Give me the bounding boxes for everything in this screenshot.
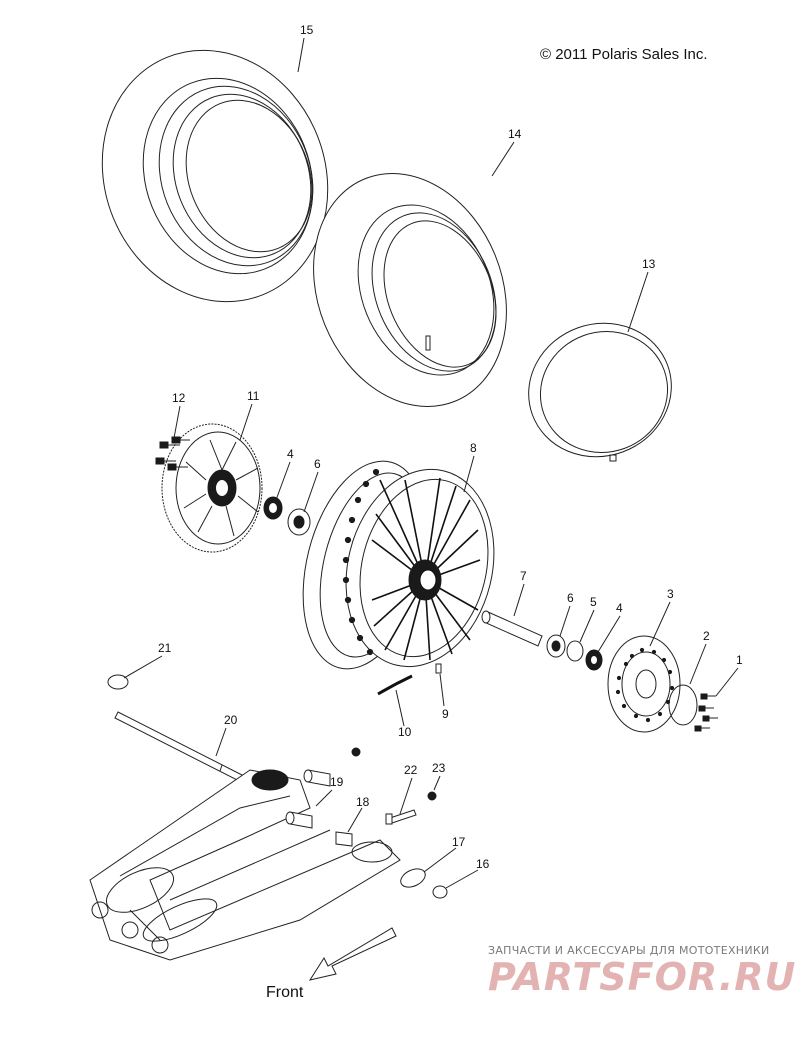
spacer xyxy=(335,831,353,847)
bolt xyxy=(385,809,417,825)
spoke-nipple xyxy=(435,663,442,674)
callout-3: 3 xyxy=(667,587,674,601)
callout-19: 19 xyxy=(330,775,344,789)
front-arrow xyxy=(308,927,397,981)
callout-13: 13 xyxy=(642,257,656,271)
callout-15: 15 xyxy=(300,23,314,37)
front-label: Front xyxy=(266,984,304,1001)
callout-6a: 6 xyxy=(314,457,321,471)
callout-21: 21 xyxy=(158,641,172,655)
disc-ring xyxy=(668,684,698,726)
callout-17: 17 xyxy=(452,835,466,849)
watermark-tagline: ЗАПЧАСТИ И АКСЕССУАРЫ ДЛЯ МОТОТЕХНИКИ xyxy=(488,944,770,957)
tire xyxy=(313,173,507,407)
callout-11: 11 xyxy=(247,389,260,403)
seal-left xyxy=(263,496,283,520)
bearing-right xyxy=(546,634,566,658)
sprocket-bolts xyxy=(155,436,190,471)
callout-4a: 4 xyxy=(287,447,294,461)
callout-14: 14 xyxy=(508,127,522,141)
callout-16: 16 xyxy=(476,857,490,871)
callout-20: 20 xyxy=(224,713,238,727)
watermark-logo: PARTSFOR.RU xyxy=(488,955,797,999)
callout-12: 12 xyxy=(172,391,186,405)
callout-9: 9 xyxy=(442,707,449,721)
pivot-bushing xyxy=(285,769,331,829)
rim-strip xyxy=(528,322,672,462)
callout-numbers: 15 14 13 11 12 4 6 8 7 6 5 4 3 2 1 9 10 … xyxy=(158,23,743,871)
callout-2: 2 xyxy=(703,629,710,643)
seal-right xyxy=(585,649,603,671)
axle-adjuster xyxy=(107,674,129,690)
callout-1: 1 xyxy=(736,653,743,667)
callout-18: 18 xyxy=(356,795,370,809)
callout-23: 23 xyxy=(432,761,446,775)
bearing-left xyxy=(287,508,311,536)
callout-10: 10 xyxy=(398,725,412,739)
sprocket-pulley xyxy=(161,423,263,553)
spoked-wheel xyxy=(302,460,495,670)
axle-spacer xyxy=(481,610,543,647)
callout-5: 5 xyxy=(590,595,597,609)
callout-22: 22 xyxy=(404,763,418,777)
disc-bolts xyxy=(694,693,718,732)
callout-6b: 6 xyxy=(567,591,574,605)
flange-nut xyxy=(432,885,448,899)
callout-4b: 4 xyxy=(616,601,623,615)
callout-7: 7 xyxy=(520,569,527,583)
adjuster-plate xyxy=(400,868,426,888)
nut xyxy=(351,747,437,801)
swingarm xyxy=(89,769,401,961)
leader-lines xyxy=(123,37,739,889)
snap-ring xyxy=(566,640,584,662)
tire-outer xyxy=(101,49,329,303)
copyright-text: © 2011 Polaris Sales Inc. xyxy=(540,46,708,63)
callout-8: 8 xyxy=(470,441,477,455)
brake-disc xyxy=(607,635,681,733)
spoke xyxy=(377,674,413,696)
